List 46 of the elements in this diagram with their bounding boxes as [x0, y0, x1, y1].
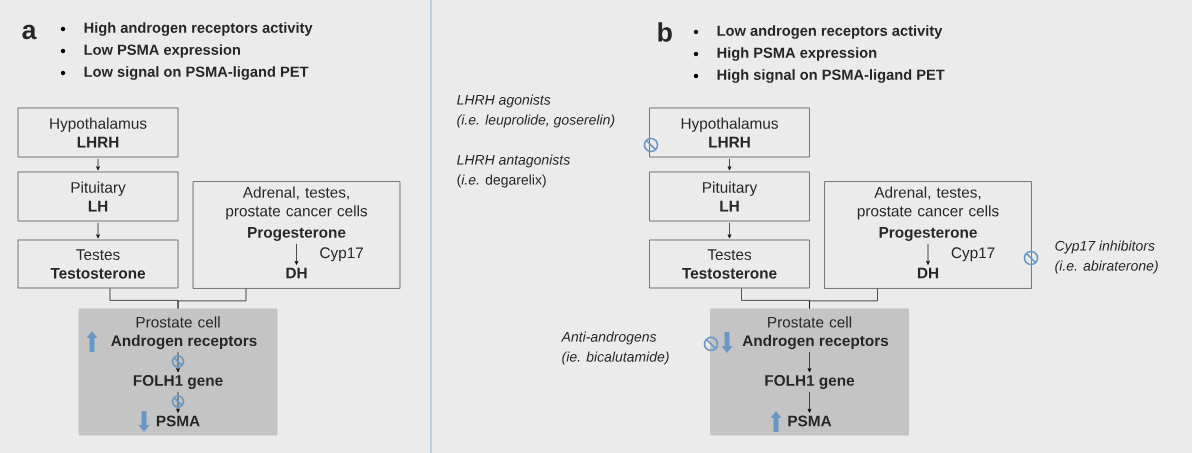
drug-note: (i.e. degarelix) — [457, 174, 546, 188]
arrow — [727, 158, 732, 171]
arrow — [926, 243, 930, 265]
organ-box: Hypothalamus LHRH — [17, 107, 179, 158]
arrow — [176, 351, 180, 373]
label-text: PSMA — [788, 415, 832, 427]
arrow — [176, 391, 180, 413]
bullet-text: High signal on PSMA-ligand PET — [717, 69, 945, 83]
label-text: DH — [286, 267, 307, 279]
arrow — [96, 158, 100, 171]
arrow — [727, 222, 732, 239]
label-text: Androgen receptors — [111, 334, 257, 350]
panel-letter: a — [22, 24, 37, 40]
bullet-text: High PSMA expression — [717, 47, 877, 61]
label-text: Progesterone — [879, 227, 977, 241]
organ-box: Testes Testosterone — [649, 239, 810, 289]
drug-note: Cyp17 inhibitors — [1055, 240, 1155, 254]
arrow — [807, 391, 812, 413]
bracket-connector — [177, 288, 247, 309]
drug-note: LHRH antagonists — [457, 154, 570, 168]
bullet-text: Low PSMA expression — [84, 44, 240, 58]
arrow — [96, 222, 100, 239]
bullet-text: Low signal on PSMA-ligand PET — [84, 66, 309, 80]
drug-note: Anti-androgens — [560, 331, 657, 345]
drug-note: (ie. bicalutamide) — [562, 351, 669, 365]
panel-letter: b — [658, 22, 672, 42]
bullet-text: Low androgen receptors activity — [717, 25, 943, 39]
edge-label: Cyp17 — [318, 246, 366, 263]
organ-box: Testes Testosterone — [17, 239, 179, 289]
label-text: Androgen receptors — [742, 334, 889, 350]
arrow — [807, 351, 812, 373]
label-text: FOLH1 gene — [133, 375, 223, 389]
label-text: Progesterone — [248, 227, 346, 241]
arrow — [294, 243, 299, 265]
drug-note: (i.e. abiraterone) — [1055, 260, 1158, 274]
drug-note: LHRH agonists — [457, 94, 551, 108]
label-text: PSMA — [156, 415, 200, 427]
edge-label: Cyp17 — [949, 246, 997, 263]
bracket-connector — [809, 288, 878, 309]
label-text: FOLH1 gene — [765, 375, 855, 389]
drug-note: (i.e. leuprolide, goserelin) — [457, 114, 615, 128]
bullet-text: High androgen receptors activity — [84, 22, 313, 36]
label-text: DH — [917, 267, 939, 279]
organ-box: Hypothalamus LHRH — [649, 107, 810, 158]
organ-box: Pituitary LH — [17, 171, 179, 222]
organ-box: Pituitary LH — [649, 171, 810, 222]
